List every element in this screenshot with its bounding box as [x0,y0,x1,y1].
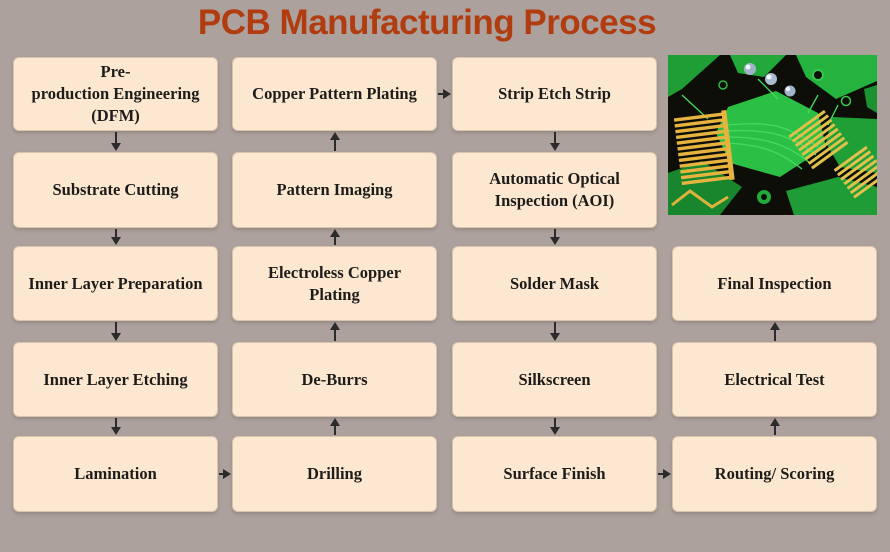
flow-step-label: Electroless Copper Plating [267,262,402,304]
arrow-down-icon [549,418,561,435]
arrow-down-icon [549,229,561,245]
flow-step: Silkscreen [452,342,657,417]
flow-step-label: Electrical Test [724,369,825,389]
arrow-up-icon [769,322,781,341]
flow-step: Inner Layer Etching [13,342,218,417]
arrow-down-icon [110,229,122,245]
arrow-up-icon [769,418,781,435]
flow-step-label: Silkscreen [518,369,591,389]
flow-step: Drilling [232,436,437,512]
arrow-down-icon [110,418,122,435]
arrow-up-icon [329,322,341,341]
arrow-right-icon [438,88,451,100]
flow-step-label: Lamination [74,464,157,484]
flow-step: Strip Etch Strip [452,57,657,131]
flow-step-label: Substrate Cutting [52,180,179,200]
flow-step: Surface Finish [452,436,657,512]
flow-step-label: Inner Layer Etching [43,369,188,389]
flow-step-label: Drilling [306,464,362,484]
diagram-title: PCB Manufacturing Process [197,3,657,42]
flow-step-label: Inner Layer Preparation [28,273,203,293]
flow-step: Copper Pattern Plating [232,57,437,131]
flow-step: Routing/ Scoring [672,436,877,512]
flow-step-label: Routing/ Scoring [714,464,835,484]
arrow-up-icon [329,418,341,435]
flow-step: Lamination [13,436,218,512]
flow-step: De-Burrs [232,342,437,417]
flow-step-label: De-Burrs [301,369,368,389]
flow-step: Solder Mask [452,246,657,321]
flow-step-label: Solder Mask [509,273,600,293]
arrow-down-icon [549,132,561,151]
arrow-down-icon [110,322,122,341]
flow-step: Automatic Optical Inspection (AOI) [452,152,657,228]
flow-step-label: Strip Etch Strip [498,84,611,104]
flow-step-label: Surface Finish [503,464,606,484]
arrow-down-icon [549,322,561,341]
arrow-down-icon [110,132,122,151]
flow-step: Substrate Cutting [13,152,218,228]
arrow-right-icon [658,468,671,480]
arrow-right-icon [219,468,231,480]
arrow-up-icon [329,132,341,151]
flow-step: Electrical Test [672,342,877,417]
flow-step-label: Pattern Imaging [276,180,393,200]
flow-step: Final Inspection [672,246,877,321]
flow-step: Electroless Copper Plating [232,246,437,321]
flow-step: Inner Layer Preparation [13,246,218,321]
arrow-up-icon [329,229,341,245]
flow-step-label: Copper Pattern Plating [252,84,417,104]
flow-step-label: Automatic Optical Inspection (AOI) [489,169,620,210]
flow-step-label: Pre- production Engineering (DFM) [31,62,200,125]
flow-step-label: Final Inspection [717,273,832,293]
flow-step: Pattern Imaging [232,152,437,228]
pcb-closeup-photo [668,55,877,215]
pcb-photo-graphic [668,55,877,215]
flow-step: Pre- production Engineering (DFM) [13,57,218,131]
